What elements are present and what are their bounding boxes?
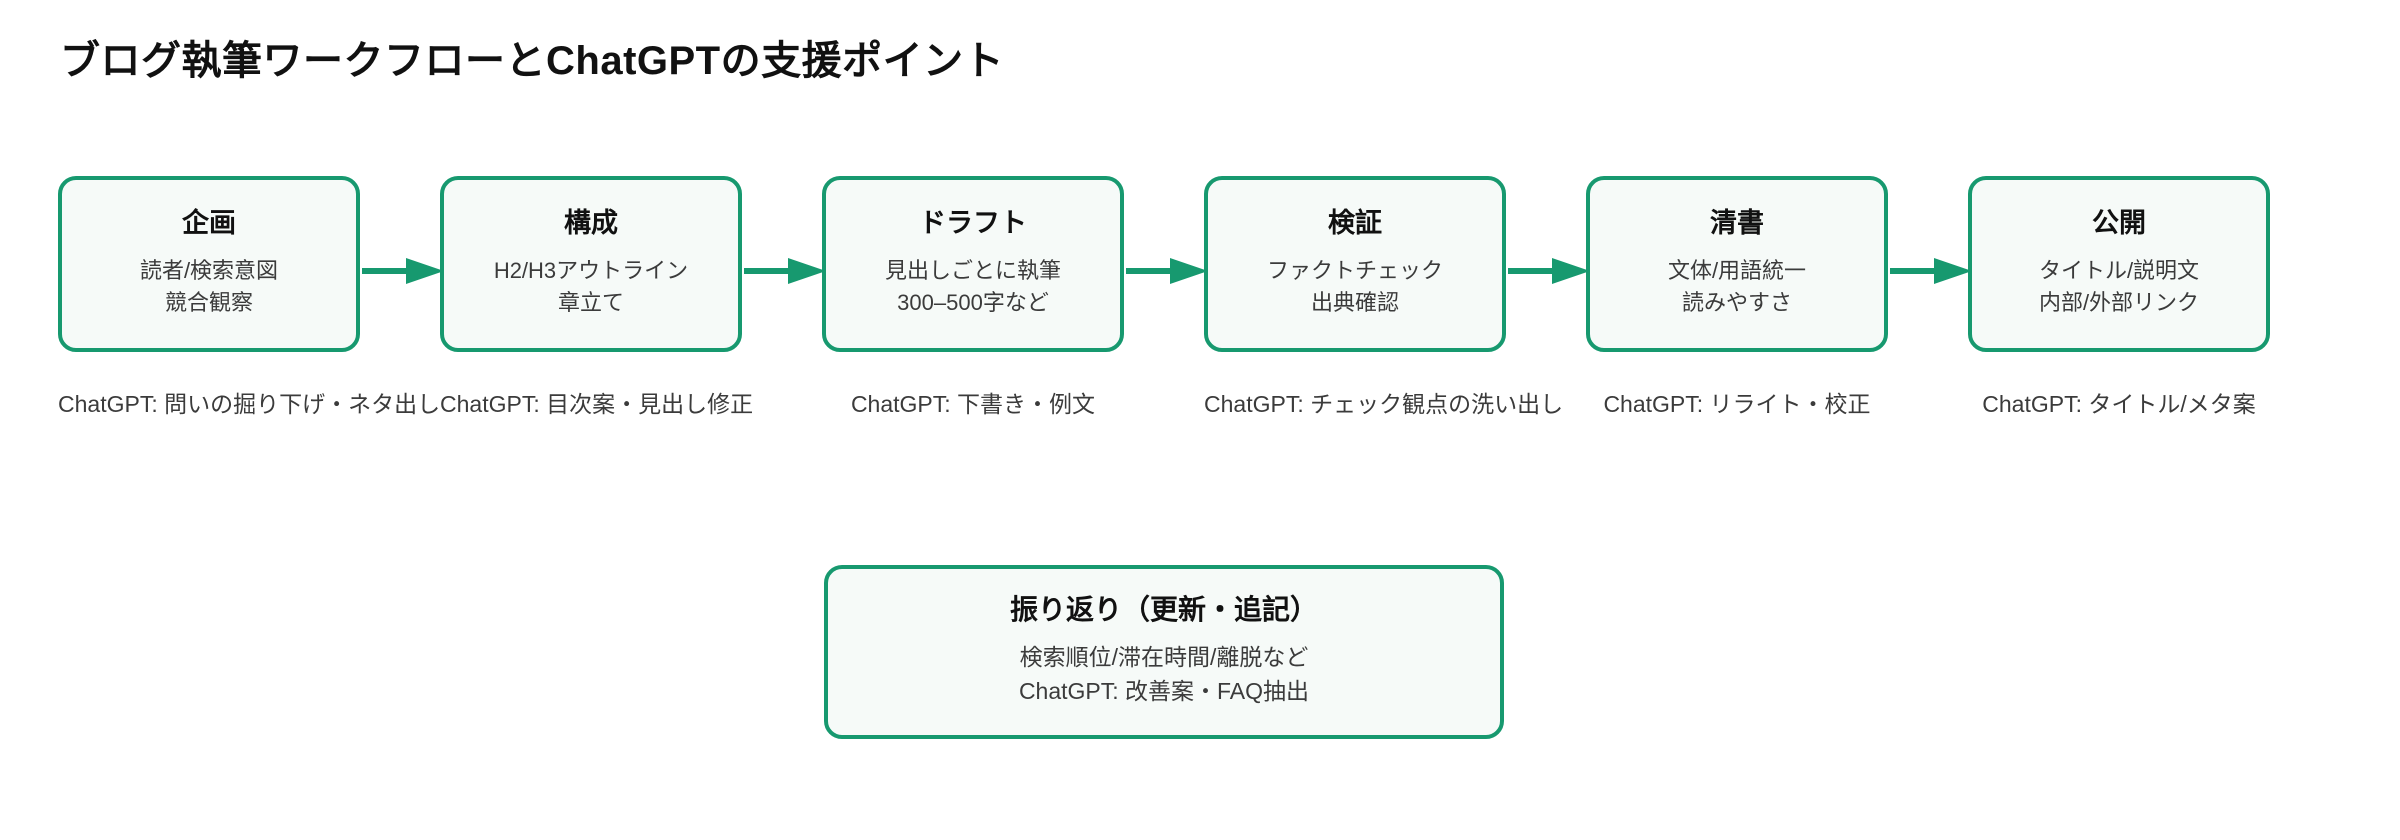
- flow-node-detail: 読みやすさ: [1681, 289, 1792, 315]
- arrow-head: [1552, 258, 1590, 284]
- flow-caption-plan: ChatGPT: 問いの掘り下げ・ネタ出し: [58, 391, 441, 417]
- flow-node-detail: 読者/検索意図: [139, 257, 279, 283]
- arrow-right-icon: [744, 258, 826, 284]
- flow-node-title: 清書: [1710, 208, 1764, 239]
- retrospective-title: 振り返り（更新・追記）: [1009, 594, 1318, 626]
- flow-caption-verify: ChatGPT: チェック観点の洗い出し: [1204, 391, 1564, 417]
- workflow-caption-row: ChatGPT: 問いの掘り下げ・ネタ出し ChatGPT: 目次案・見出し修正…: [0, 390, 2400, 426]
- flow-caption-publish: ChatGPT: タイトル/メタ案: [1982, 391, 2256, 417]
- flow-caption-structure: ChatGPT: 目次案・見出し修正: [440, 391, 754, 417]
- arrow-head: [1170, 258, 1208, 284]
- flow-node-publish[interactable]: 公開 タイトル/説明文 内部/外部リンク: [1968, 176, 2270, 352]
- arrow-right-icon: [362, 258, 444, 284]
- arrow-shaft: [744, 268, 794, 274]
- flow-node-detail: ファクトチェック: [1266, 257, 1443, 283]
- retrospective-detail: ChatGPT: 改善案・FAQ抽出: [1018, 678, 1310, 705]
- flow-node-structure[interactable]: 構成 H2/H3アウトライン 章立て: [440, 176, 742, 352]
- arrow-shaft: [362, 268, 412, 274]
- arrow-head: [1934, 258, 1972, 284]
- arrow-right-icon: [1890, 258, 1972, 284]
- flow-node-detail: 内部/外部リンク: [2038, 289, 2200, 315]
- flow-caption-draft: ChatGPT: 下書き・例文: [850, 391, 1096, 417]
- flow-node-title: 構成: [564, 208, 618, 239]
- flow-node-detail: タイトル/説明文: [2038, 257, 2200, 283]
- flow-node-faircopy[interactable]: 清書 文体/用語統一 読みやすさ: [1586, 176, 1888, 352]
- flow-node-verify[interactable]: 検証 ファクトチェック 出典確認: [1204, 176, 1506, 352]
- flow-node-detail: 見出しごとに執筆: [884, 257, 1061, 283]
- flow-node-detail: 競合観察: [164, 289, 253, 315]
- flow-node-detail: 文体/用語統一: [1667, 257, 1807, 283]
- flow-node-detail: H2/H3アウトライン: [493, 257, 689, 283]
- arrow-shaft: [1890, 268, 1940, 274]
- flow-node-title: ドラフト: [919, 208, 1027, 239]
- arrow-shaft: [1508, 268, 1558, 274]
- workflow-flow-row: 企画 読者/検索意図 競合観察 構成 H2/H3アウトライン 章立て ドラフト …: [0, 176, 2400, 360]
- flow-node-retrospective[interactable]: 振り返り（更新・追記） 検索順位/滞在時間/離脱など ChatGPT: 改善案・…: [824, 565, 1504, 739]
- flow-node-title: 企画: [182, 208, 236, 239]
- flow-node-detail: 出典確認: [1310, 289, 1399, 315]
- flow-node-title: 公開: [2092, 208, 2146, 239]
- flow-node-draft[interactable]: ドラフト 見出しごとに執筆 300–500字など: [822, 176, 1124, 352]
- flow-node-plan[interactable]: 企画 読者/検索意図 競合観察: [58, 176, 360, 352]
- arrow-head: [406, 258, 444, 284]
- flow-caption-faircopy: ChatGPT: リライト・校正: [1603, 391, 1871, 417]
- arrow-shaft: [1126, 268, 1176, 274]
- arrow-right-icon: [1508, 258, 1590, 284]
- flow-node-detail: 300–500字など: [897, 289, 1049, 315]
- flow-node-title: 検証: [1328, 208, 1382, 239]
- page-title: ブログ執筆ワークフローとChatGPTの支援ポイント: [60, 39, 1005, 83]
- arrow-head: [788, 258, 826, 284]
- flow-node-detail: 章立て: [557, 289, 624, 315]
- arrow-right-icon: [1126, 258, 1208, 284]
- retrospective-detail: 検索順位/滞在時間/離脱など: [1019, 643, 1309, 670]
